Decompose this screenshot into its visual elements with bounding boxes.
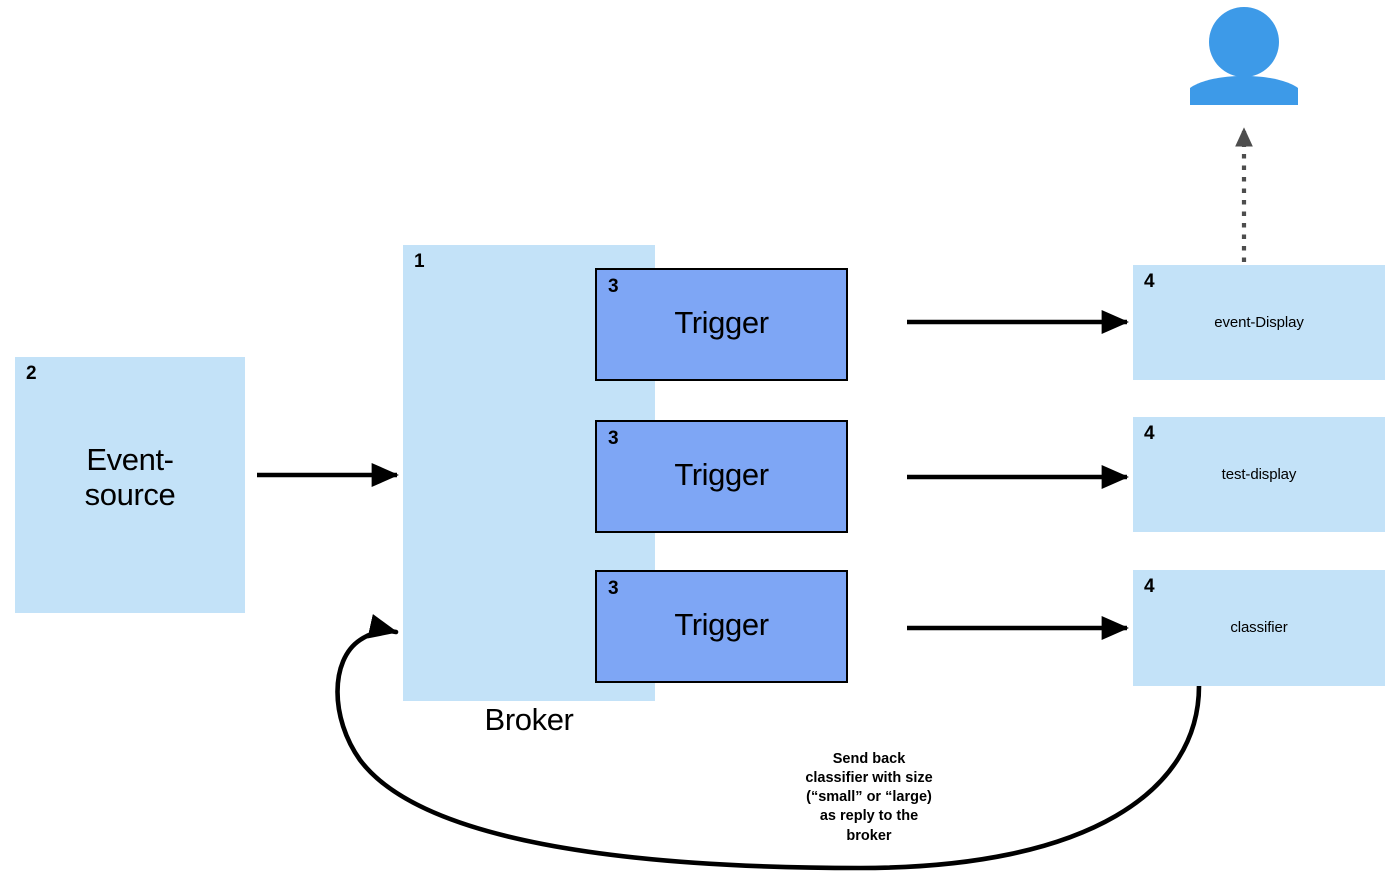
trigger-2-number-label: 3 bbox=[608, 428, 619, 449]
service-1-number-label: 4 bbox=[1144, 271, 1155, 292]
event-source-number-label: 2 bbox=[26, 363, 37, 384]
service-2-label: test-display bbox=[1221, 466, 1297, 483]
trigger-box-2[interactable]: 3 Trigger bbox=[595, 420, 848, 533]
service-box-classifier[interactable]: 4 classifier bbox=[1133, 570, 1385, 686]
feedback-caption: Send back classifier with size (“small” … bbox=[805, 751, 933, 844]
service-2-number-label: 4 bbox=[1144, 423, 1155, 444]
trigger-1-number-label: 3 bbox=[608, 276, 619, 297]
trigger-3-label: Trigger bbox=[674, 607, 769, 642]
service-3-number-label: 4 bbox=[1144, 576, 1155, 597]
trigger-box-1[interactable]: 3 Trigger bbox=[595, 268, 848, 381]
trigger-3-number-label: 3 bbox=[608, 578, 619, 599]
service-3-label: classifier bbox=[1230, 619, 1288, 636]
event-source-box[interactable]: 2 Event- source bbox=[15, 357, 245, 613]
trigger-1-label: Trigger bbox=[674, 305, 769, 340]
user-person-icon bbox=[1190, 7, 1298, 105]
trigger-2-label: Trigger bbox=[674, 457, 769, 492]
broker-number-label: 1 bbox=[414, 251, 425, 272]
broker-label: Broker bbox=[484, 702, 574, 737]
service-1-label: event-Display bbox=[1214, 314, 1304, 331]
service-box-test-display[interactable]: 4 test-display bbox=[1133, 417, 1385, 532]
trigger-box-3[interactable]: 3 Trigger bbox=[595, 570, 848, 683]
event-source-label: Event- source bbox=[84, 442, 176, 512]
service-box-event-display[interactable]: 4 event-Display bbox=[1133, 265, 1385, 380]
